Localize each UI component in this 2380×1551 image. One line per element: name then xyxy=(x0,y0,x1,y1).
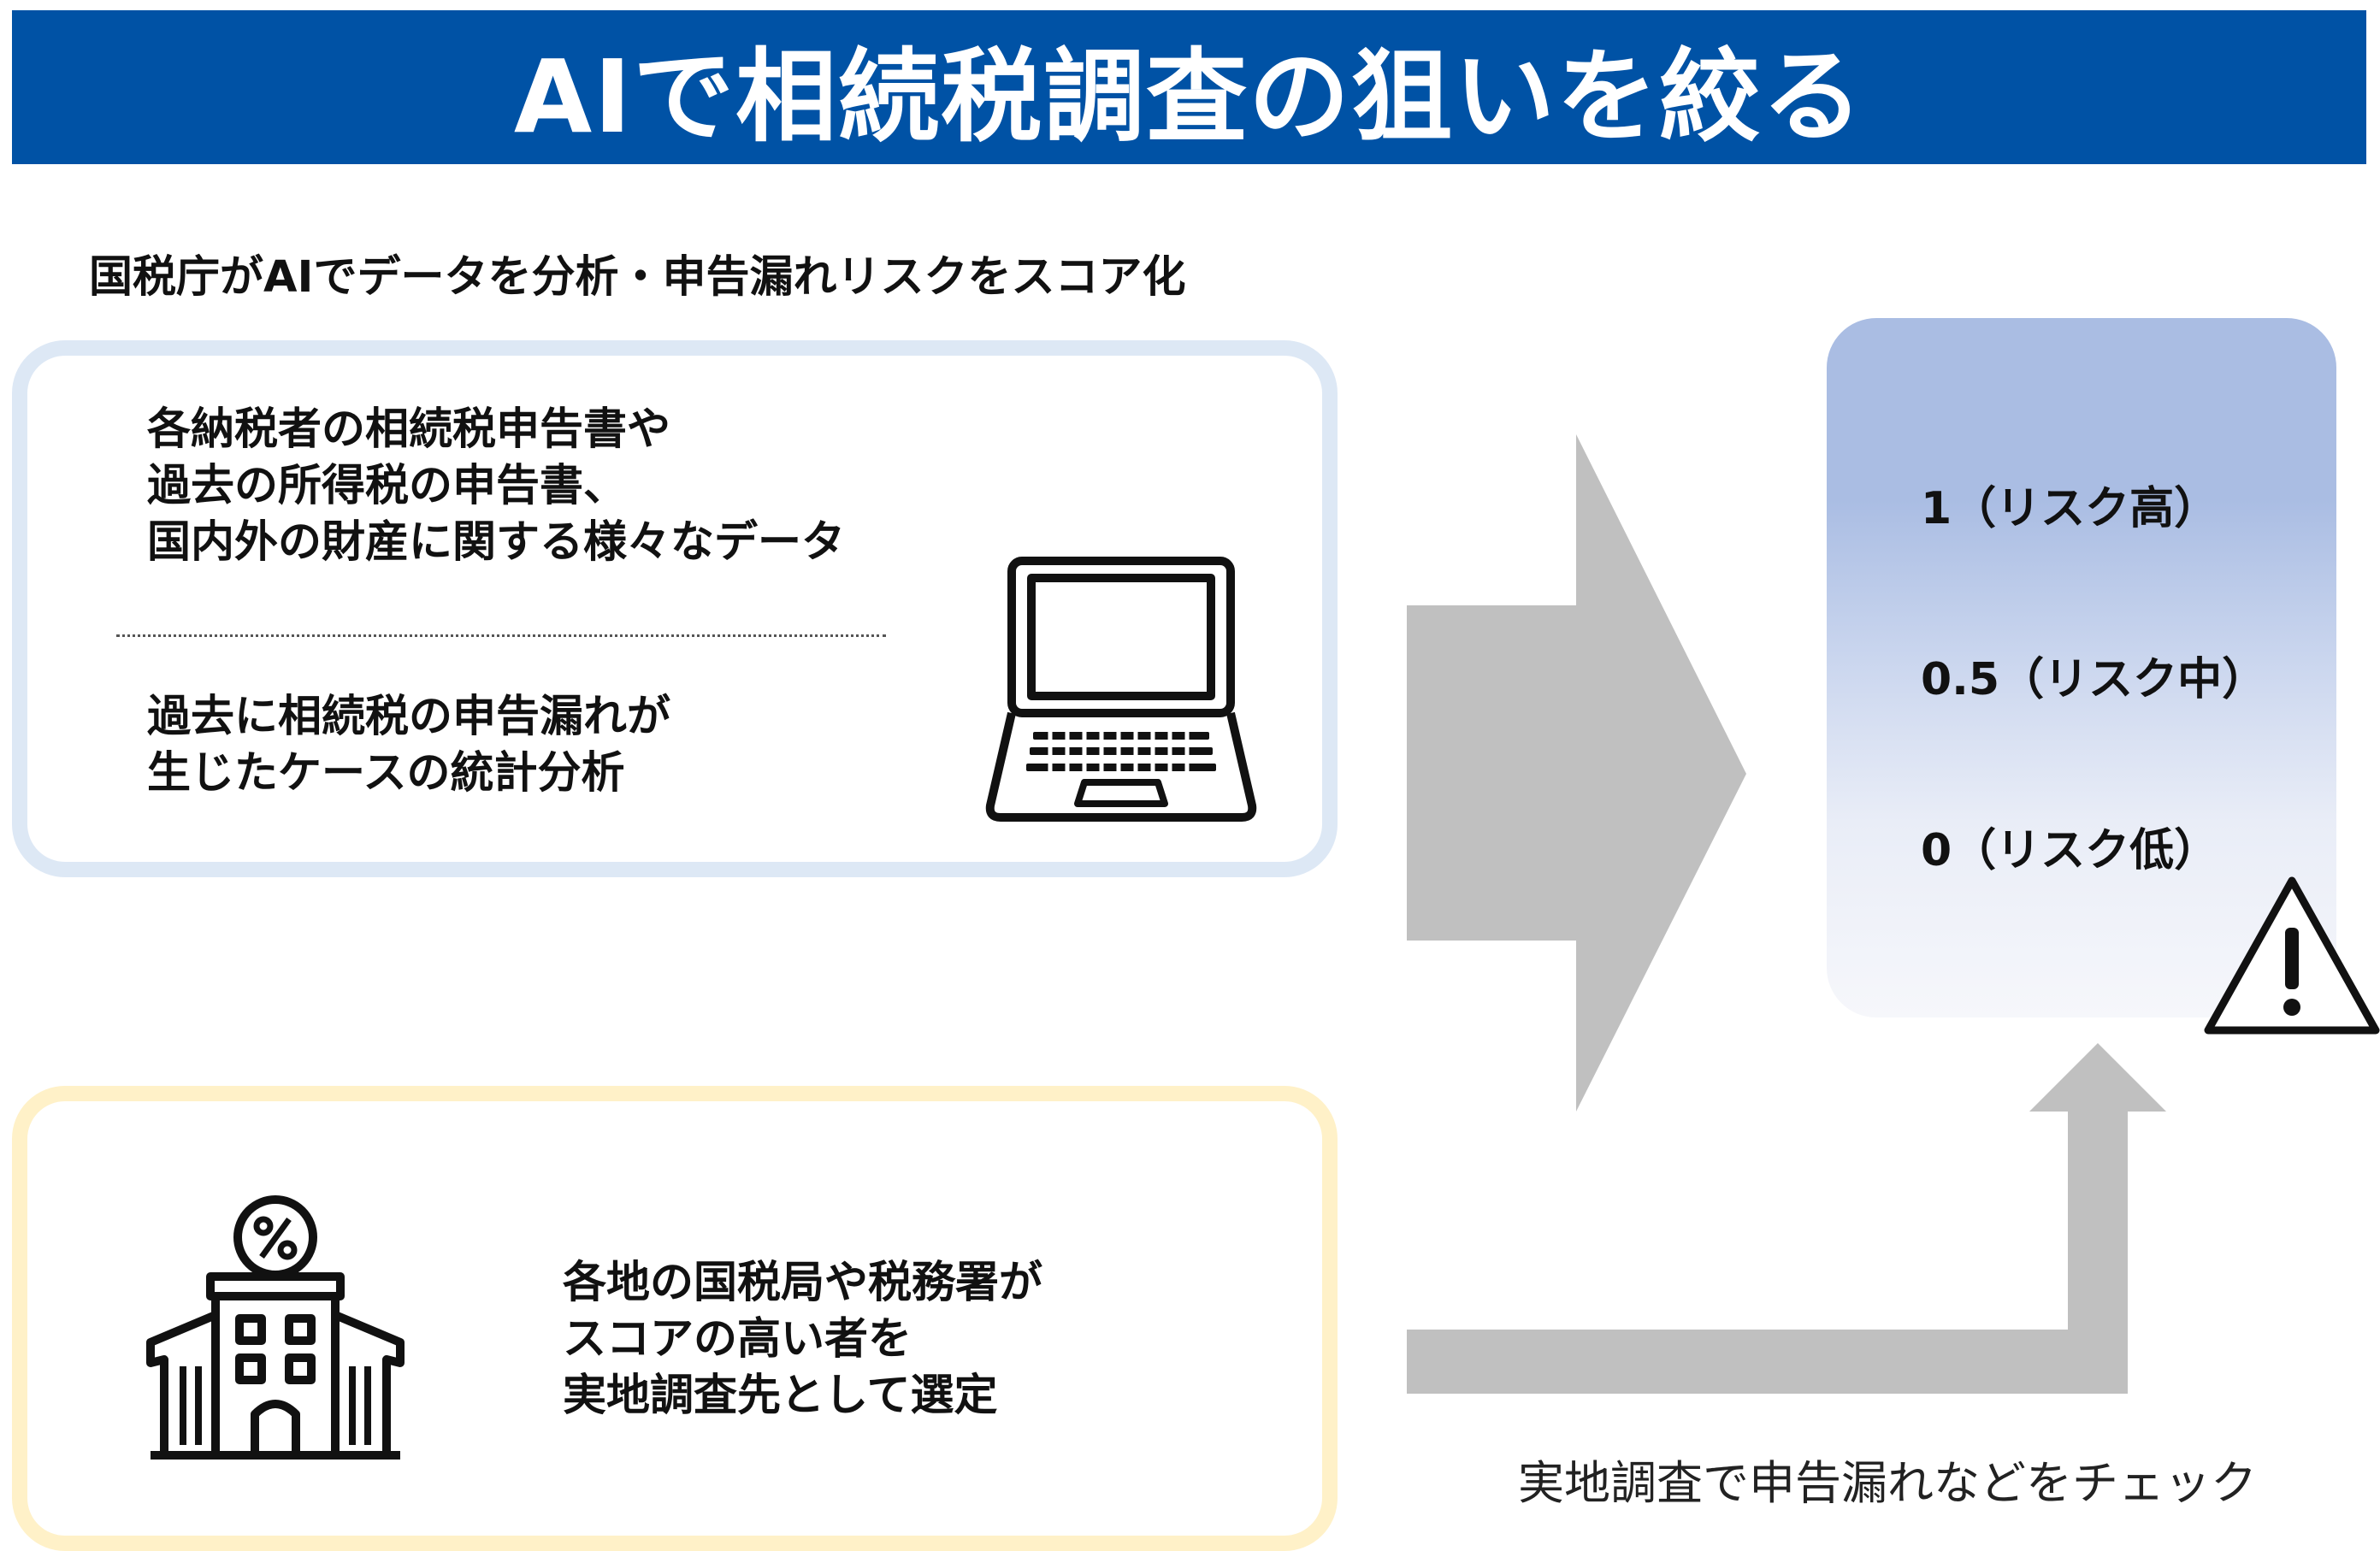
selection-description: 各地の国税局や税務署が スコアの高い者を 実地調査先として選定 xyxy=(563,1255,1042,1424)
data-line-1: 各納税者の相続税申告書や xyxy=(147,404,671,455)
up-elbow-arrow xyxy=(1407,1043,2166,1394)
score-low: 0（リスク低） xyxy=(1921,825,2219,876)
page-title: AIで相続税調査の狙いを絞る xyxy=(513,37,1865,156)
big-right-arrow xyxy=(1407,434,1746,1112)
score-medium: 0.5（リスク中） xyxy=(1921,654,2267,705)
score-high: 1（リスク高） xyxy=(1921,483,2219,534)
building-columns xyxy=(180,1366,371,1445)
dotted-divider xyxy=(116,634,886,637)
data-line-2: 過去の所得税の申告書、 xyxy=(147,461,628,511)
subtitle: 国税庁がAIでデータを分析・申告漏れリスクをスコア化 xyxy=(89,252,1186,303)
selection-line-3: 実地調査先として選定 xyxy=(563,1371,998,1421)
onsite-check-caption: 実地調査で申告漏れなどをチェック xyxy=(1518,1456,2257,1510)
percent-icon xyxy=(253,1216,298,1260)
stats-line-2: 生じたケースの統計分析 xyxy=(147,748,625,799)
stats-line-1: 過去に相続税の申告漏れが xyxy=(147,692,671,742)
laptop-keyboard-gaps xyxy=(1048,730,1190,773)
tax-office-box xyxy=(12,1086,1338,1551)
title-banner: AIで相続税調査の狙いを絞る xyxy=(12,10,2366,164)
selection-line-1: 各地の国税局や税務署が xyxy=(563,1258,1043,1308)
selection-line-2: スコアの高い者を xyxy=(563,1314,912,1365)
laptop-icon xyxy=(985,557,1257,822)
data-description: 各納税者の相続税申告書や 過去の所得税の申告書、 国内外の財産に関する様々なデー… xyxy=(147,402,845,571)
statistics-description: 過去に相続税の申告漏れが 生じたケースの統計分析 xyxy=(147,689,670,802)
tax-office-building-icon xyxy=(146,1195,405,1460)
data-line-3: 国内外の財産に関する様々なデータ xyxy=(147,517,846,568)
